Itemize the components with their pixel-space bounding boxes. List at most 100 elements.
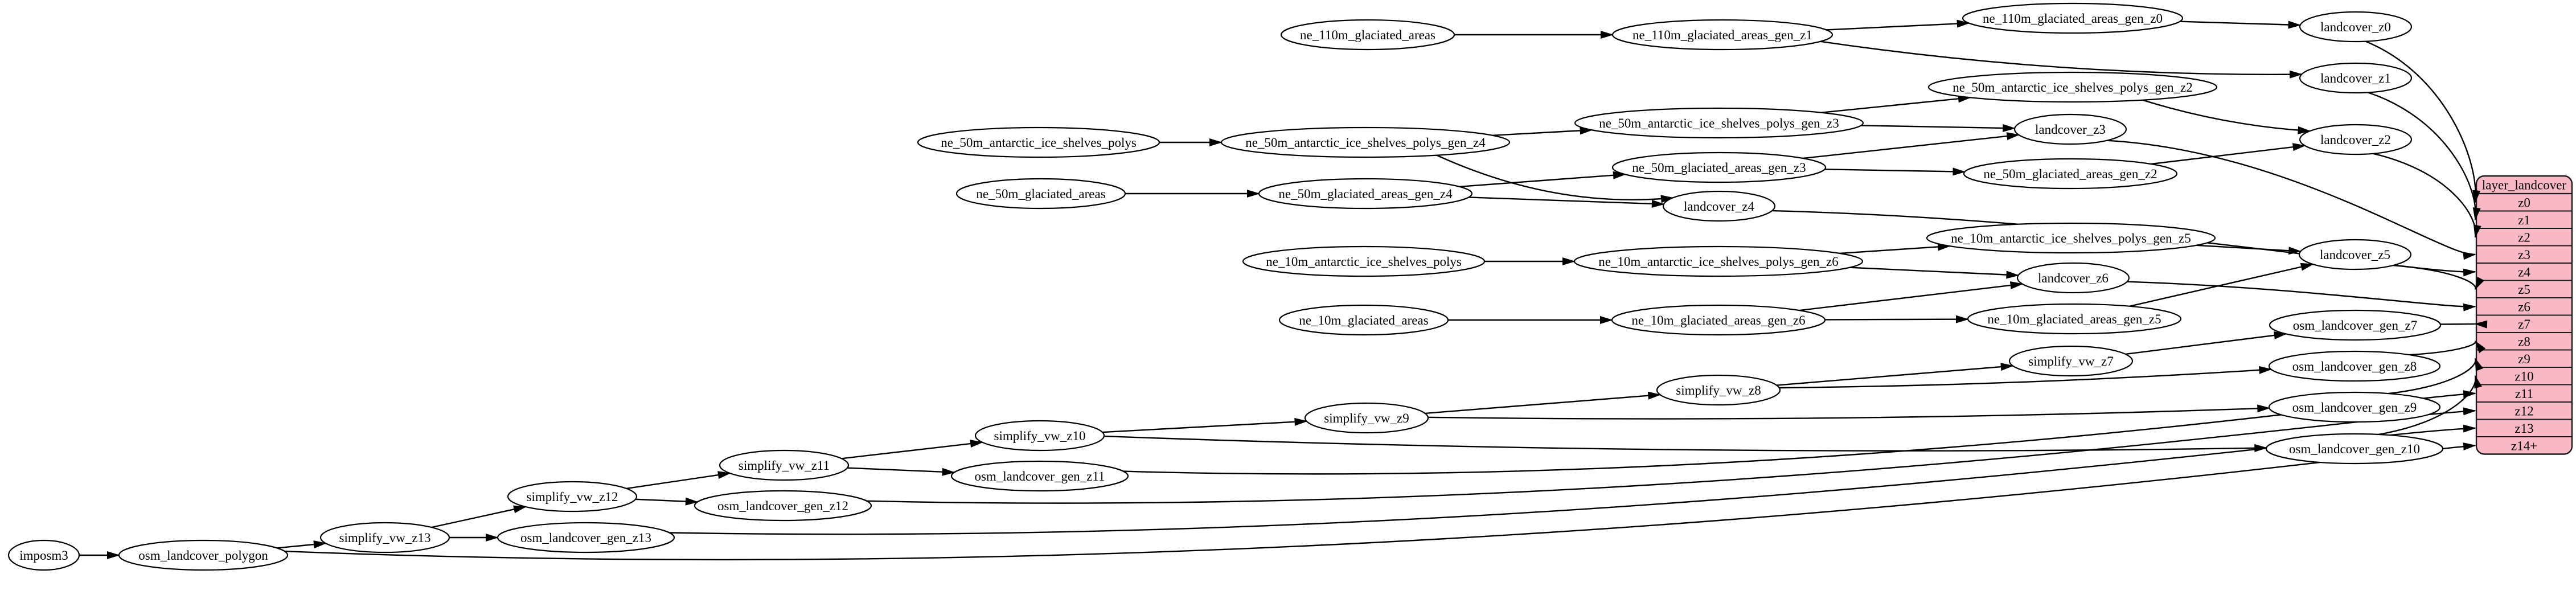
node-simplify-vw-z8: simplify_vw_z8: [1656, 374, 1781, 406]
edge-osm-landcover-polygon-to-simplify-vw-z13: [277, 540, 327, 549]
node-simplify-vw-z7: simplify_vw_z7: [2008, 345, 2134, 377]
edge-landcover-z1-to-row-z1: [2368, 92, 2481, 221]
edge-simplify-vw-z8-to-simplify-vw-z7: [1777, 363, 2014, 386]
node-ellipse-simplify-vw-z9: [1304, 402, 1429, 434]
node-osm-landcover-gen-z8: osm_landcover_gen_z8: [2268, 350, 2441, 382]
node-ellipse-landcover-z3: [2013, 113, 2127, 145]
table-row-z3: z3: [2518, 248, 2530, 262]
node-ne-50m-glaciated-areas-gen-z4: ne_50m_glaciated_areas_gen_z4: [1258, 178, 1473, 210]
edge-ne-10m-glaciated-areas-gen-z6-to-ne-10m-glaciated-areas-gen-z5: [1824, 315, 1969, 323]
edge-ne-10m-glaciated-areas-gen-z5-to-landcover-z5: [2129, 263, 2314, 307]
edge-ne-10m-antarctic-ice-shelves-polys-gen-z6-to-ne-10m-antarctic-ice-shelves-polys-gen-z5: [1839, 243, 1951, 255]
node-ellipse-ne-50m-antarctic-ice-shelves-polys-gen-z3: [1574, 107, 1864, 139]
node-simplify-vw-z12: simplify_vw_z12: [507, 481, 638, 512]
node-ellipse-ne-110m-glaciated-areas-gen-z0: [1962, 2, 2184, 34]
node-ellipse-landcover-z5: [2298, 239, 2412, 270]
node-simplify-vw-z10: simplify_vw_z10: [974, 420, 1105, 452]
node-ellipse-landcover-z4: [1662, 190, 1776, 222]
node-ne-10m-glaciated-areas-gen-z6: ne_10m_glaciated_areas_gen_z6: [1611, 304, 1826, 336]
node-ellipse-imposm3: [7, 539, 80, 571]
table-row-z5: z5: [2518, 282, 2530, 297]
node-osm-landcover-gen-z7: osm_landcover_gen_z7: [2269, 309, 2442, 341]
table-row-z2: z2: [2518, 230, 2530, 244]
node-osm-landcover-gen-z10: osm_landcover_gen_z10: [2265, 433, 2444, 465]
node-ellipse-ne-10m-antarctic-ice-shelves-polys: [1242, 245, 1486, 277]
node-ellipse-osm-landcover-gen-z11: [950, 460, 1129, 492]
node-ellipse-osm-landcover-gen-z9: [2268, 391, 2441, 423]
node-ellipse-ne-10m-glaciated-areas: [1278, 304, 1449, 336]
node-ellipse-ne-110m-glaciated-areas-gen-z1: [1611, 19, 1833, 51]
edge-simplify-vw-z13-to-simplify-vw-z12: [431, 505, 527, 528]
node-ne-50m-antarctic-ice-shelves-polys-gen-z3: ne_50m_antarctic_ice_shelves_polys_gen_z…: [1574, 107, 1864, 139]
node-ne-50m-antarctic-ice-shelves-polys-gen-z2: ne_50m_antarctic_ice_shelves_polys_gen_z…: [1927, 71, 2218, 103]
edge-simplify-vw-z11-to-simplify-vw-z10: [841, 440, 984, 460]
node-ne-10m-antarctic-ice-shelves-polys-gen-z6: ne_10m_antarctic_ice_shelves_polys_gen_z…: [1573, 245, 1864, 277]
node-ne-50m-antarctic-ice-shelves-polys: ne_50m_antarctic_ice_shelves_polys: [917, 126, 1160, 158]
table-row-z9: z9: [2518, 352, 2530, 366]
node-ellipse-simplify-vw-z10: [974, 420, 1105, 452]
table-row-z8: z8: [2518, 334, 2530, 348]
edge-ne-50m-antarctic-ice-shelves-polys-gen-z3-to-landcover-z3: [1861, 124, 2016, 132]
edge-simplify-vw-z10-to-osm-landcover-gen-z10: [1104, 435, 2268, 452]
edge-landcover-z5-to-row-z5: [2393, 264, 2484, 290]
node-ne-110m-glaciated-areas-gen-z0: ne_110m_glaciated_areas_gen_z0: [1962, 2, 2184, 34]
node-ellipse-ne-50m-glaciated-areas-gen-z2: [1963, 158, 2178, 190]
node-ne-10m-antarctic-ice-shelves-polys-gen-z5: ne_10m_antarctic_ice_shelves_polys_gen_z…: [1926, 222, 2216, 254]
edge-landcover-z6-to-row-z6: [2127, 281, 2476, 311]
node-landcover-z4: landcover_z4: [1662, 190, 1776, 222]
edge-osm-landcover-gen-z12-to-row-z12: [866, 407, 2476, 504]
node-landcover-z1: landcover_z1: [2299, 62, 2413, 94]
node-ellipse-osm-landcover-gen-z8: [2268, 350, 2441, 382]
node-osm-landcover-gen-z12: osm_landcover_gen_z12: [694, 490, 872, 522]
node-ellipse-simplify-vw-z7: [2008, 345, 2134, 377]
edge-simplify-vw-z9-to-osm-landcover-gen-z9: [1428, 404, 2271, 420]
table-row-z7: z7: [2518, 317, 2530, 331]
table-row-z1: z1: [2518, 213, 2530, 227]
edge-ne-50m-antarctic-ice-shelves-polys-gen-z4-to-ne-50m-antarctic-ice-shelves-polys-gen-z3: [1492, 126, 1593, 136]
node-ellipse-osm-landcover-gen-z12: [694, 490, 872, 522]
node-imposm3: imposm3: [7, 539, 80, 571]
node-ellipse-landcover-z2: [2299, 124, 2413, 155]
node-ne-110m-glaciated-areas-gen-z1: ne_110m_glaciated_areas_gen_z1: [1611, 19, 1833, 51]
edge-simplify-vw-z11-to-osm-landcover-gen-z11: [847, 467, 955, 476]
edge-ne-50m-glaciated-areas-gen-z4-to-ne-50m-glaciated-areas-gen-z3: [1459, 171, 1626, 187]
edge-ne-50m-glaciated-areas-gen-z3-to-landcover-z3: [1803, 132, 2020, 159]
edge-landcover-z0-to-row-z0: [2365, 40, 2481, 204]
node-ellipse-ne-10m-glaciated-areas-gen-z5: [1967, 303, 2182, 335]
node-simplify-vw-z9: simplify_vw_z9: [1304, 402, 1429, 434]
node-ellipse-ne-50m-glaciated-areas-gen-z4: [1258, 178, 1473, 210]
edge-ne-110m-glaciated-areas-gen-z0-to-landcover-z0: [2180, 20, 2302, 29]
table-row-z6: z6: [2518, 300, 2530, 314]
edge-ne-50m-glaciated-areas-gen-z4-to-landcover-z4: [1469, 196, 1665, 208]
node-ellipse-simplify-vw-z12: [507, 481, 638, 512]
edge-ne-110m-glaciated-areas-gen-z1-to-ne-110m-glaciated-areas-gen-z0: [1826, 19, 1970, 31]
table-row-z4: z4: [2518, 265, 2530, 279]
node-ellipse-ne-50m-glaciated-areas-gen-z3: [1611, 151, 1827, 183]
edge-ne-50m-glaciated-areas-gen-z2-to-landcover-z2: [2151, 143, 2306, 165]
edges: [79, 19, 2488, 560]
edge-simplify-vw-z8-to-osm-landcover-gen-z8: [1779, 366, 2273, 389]
node-landcover-z0: landcover_z0: [2299, 11, 2413, 43]
node-simplify-vw-z13: simplify_vw_z13: [319, 522, 450, 553]
edge-osm-landcover-gen-z9-to-row-z9: [2388, 357, 2483, 395]
edge-osm-landcover-gen-z10-to-row-z10: [2378, 375, 2482, 436]
node-ellipse-ne-10m-glaciated-areas-gen-z6: [1611, 304, 1826, 336]
node-osm-landcover-gen-z11: osm_landcover_gen_z11: [950, 460, 1129, 492]
node-ellipse-landcover-z6: [2016, 262, 2130, 294]
edge-landcover-z2-to-row-z2: [2373, 153, 2481, 239]
edge-simplify-vw-z7-to-osm-landcover-gen-z7: [2125, 331, 2287, 355]
edge-ne-50m-antarctic-ice-shelves-polys-gen-z4-to-landcover-z4: [1436, 154, 1674, 203]
node-ellipse-landcover-z1: [2299, 62, 2413, 94]
table-row-z13: z13: [2515, 421, 2533, 436]
edge-ne-10m-antarctic-ice-shelves-polys-gen-z5-to-landcover-z5: [2196, 244, 2302, 255]
layer-landcover-table: layer_landcoverz0z1z2z3z4z5z6z7z8z9z10z1…: [2475, 175, 2573, 455]
edge-osm-landcover-gen-z8-to-row-z8: [2409, 340, 2486, 356]
node-ellipse-simplify-vw-z8: [1656, 374, 1781, 406]
node-ne-50m-glaciated-areas-gen-z3: ne_50m_glaciated_areas_gen_z3: [1611, 151, 1827, 183]
edge-landcover-z4-to-row-z4: [1772, 210, 2476, 277]
node-ellipse-ne-10m-antarctic-ice-shelves-polys-gen-z6: [1573, 245, 1864, 277]
node-ellipse-ne-50m-antarctic-ice-shelves-polys-gen-z2: [1927, 71, 2218, 103]
